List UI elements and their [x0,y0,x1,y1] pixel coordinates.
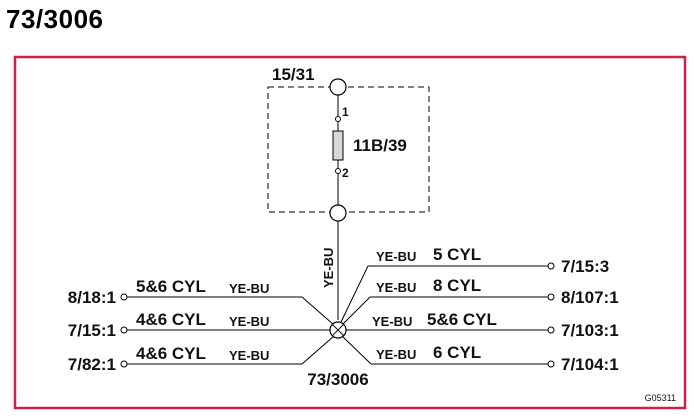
left-wire-color-2: YE-BU [229,314,269,329]
right-wire-color-4: YE-BU [376,347,416,362]
right-branch-3: 7/103:1 YE-BU 5&6 CYL [338,310,619,340]
page-title: 73/3006 [6,4,104,34]
right-terminal-2-dot [547,293,555,301]
left-branch-2: 7/15:1 4&6 CYL YE-BU [68,310,338,340]
right-terminal-2: 8/107:1 [561,288,619,307]
right-terminal-1: 7/15:3 [561,257,609,276]
right-terminal-4-dot [547,360,555,368]
right-terminal-3: 7/103:1 [561,321,619,340]
right-cylinders-4: 6 CYL [433,343,481,362]
fuse-output-terminal [329,204,347,222]
left-branch-1: 8/18:1 5&6 CYL YE-BU [68,277,335,326]
right-wire-color-1: YE-BU [376,249,416,264]
right-branch-2: 8/107:1 YE-BU 8 CYL [341,276,619,326]
fuse-body [332,130,344,161]
left-branch-3: 7/82:1 4&6 CYL YE-BU [68,335,335,374]
fuse-pin-2-label: 2 [342,166,349,180]
left-terminal-3-dot [120,360,128,368]
diagram-frame [13,55,687,410]
right-wire-color-3: YE-BU [372,314,412,329]
left-wire-color-3: YE-BU [229,348,269,363]
drawing-code: G05311 [645,393,676,403]
right-cylinders-2: 8 CYL [433,276,481,295]
left-terminal-3: 7/82:1 [68,355,116,374]
fuse-pin-2-dot [335,168,341,174]
right-branch-4: 7/104:1 YE-BU 6 CYL [341,335,619,374]
right-cylinders-1: 5 CYL [433,245,481,264]
supply-terminal [329,78,347,96]
left-terminal-1-dot [120,293,128,301]
left-cylinders-3: 4&6 CYL [136,344,206,363]
supply-label: 15/31 [272,65,315,84]
right-branch-1: 7/15:3 YE-BU 5 CYL [340,245,609,323]
fuse-label: 11B/39 [353,136,407,155]
trunk-wire-color: YE-BU [321,248,336,288]
left-terminal-2: 7/15:1 [68,321,116,340]
splice-label: 73/3006 [307,370,368,389]
right-terminal-4: 7/104:1 [561,355,619,374]
fuse-pin-1-dot [335,116,341,122]
fuse-pin-1-label: 1 [342,105,349,119]
left-cylinders-1: 5&6 CYL [136,277,206,296]
left-cylinders-2: 4&6 CYL [136,310,206,329]
left-terminal-1: 8/18:1 [68,288,116,307]
right-terminal-1-dot [547,262,555,270]
left-wire-color-1: YE-BU [229,281,269,296]
right-terminal-3-dot [547,326,555,334]
right-cylinders-3: 5&6 CYL [427,310,497,329]
right-wire-color-2: YE-BU [376,280,416,295]
fuse-box-outline [267,86,430,213]
left-terminal-2-dot [120,326,128,334]
splice-cross-b [331,323,345,337]
